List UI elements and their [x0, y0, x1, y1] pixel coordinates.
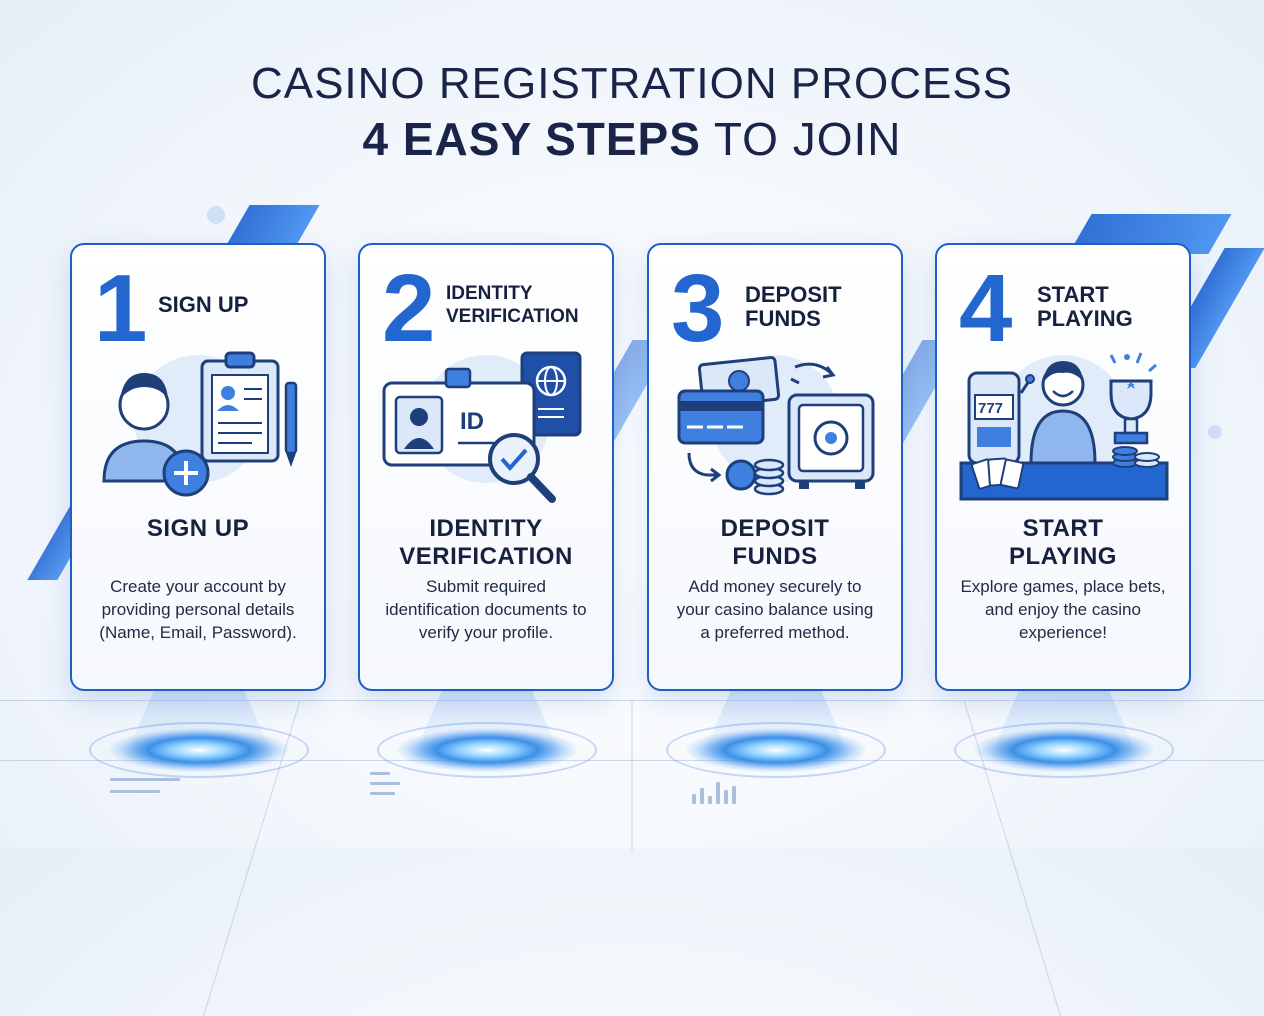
step-heading-line: FUNDS	[732, 543, 818, 570]
step-number: 2	[382, 255, 436, 362]
step-heading-line: DEPOSIT	[720, 515, 830, 542]
step-title-line: PLAYING	[1037, 306, 1133, 331]
decor-bar	[716, 782, 720, 804]
step-title-line: VERIFICATION	[446, 306, 579, 327]
step-title: DEPOSIT FUNDS	[745, 283, 842, 331]
step-title-line: IDENTITY	[446, 283, 533, 304]
start-playing-svg: 777	[959, 352, 1169, 501]
decor-bar	[724, 790, 728, 804]
decor-bar	[110, 790, 160, 793]
glow-platform	[686, 728, 866, 772]
floor-line	[0, 760, 1264, 761]
decor-bar	[692, 794, 696, 804]
glow-platform	[974, 728, 1154, 772]
title-emphasis: 4 EASY STEPS	[362, 113, 701, 165]
step-heading-line: START	[1022, 515, 1104, 542]
step-title-line: DEPOSIT	[745, 282, 842, 307]
step-heading: START PLAYING	[937, 515, 1189, 571]
decor-dot	[207, 206, 225, 224]
step-heading-line: SIGN UP	[146, 515, 250, 542]
step-card-4: 4 START PLAYING 777	[935, 243, 1191, 691]
glow-platform	[397, 728, 577, 772]
step-description: Create your account by providing persona…	[99, 577, 297, 642]
step-heading-line: PLAYING	[1009, 543, 1117, 570]
step-number: 1	[94, 255, 148, 362]
step-title: SIGN UP	[158, 292, 249, 317]
step-number: 4	[959, 255, 1013, 362]
step-heading: DEPOSIT FUNDS	[649, 515, 901, 571]
user-clipboard-svg	[102, 351, 298, 497]
step-title: IDENTITY VERIFICATION	[446, 282, 579, 328]
floor-line	[631, 700, 633, 851]
step-title-line: START	[1037, 282, 1109, 307]
card-cash-safe-icon	[663, 343, 889, 513]
deposit-funds-svg	[677, 356, 875, 496]
step-card-1: 1 SIGN UP SIGN UP Create your account by…	[70, 243, 326, 691]
floor-line	[0, 700, 1264, 701]
id-card-label: ID	[460, 408, 484, 435]
page-title: CASINO REGISTRATION PROCESS 4 EASY STEPS…	[0, 58, 1264, 168]
step-card-2: 2 IDENTITY VERIFICATION ID IDENTITY VERI…	[358, 243, 614, 691]
title-line-1: CASINO REGISTRATION PROCESS	[250, 59, 1014, 108]
slot-reels: 777	[978, 400, 1003, 417]
decor-bar	[370, 782, 400, 785]
platform-ring	[377, 722, 597, 778]
user-clipboard-icon	[86, 343, 312, 513]
step-heading: IDENTITY VERIFICATION	[360, 515, 612, 571]
step-description: Add money securely to your casino balanc…	[676, 577, 874, 642]
decor-bar	[110, 778, 180, 781]
glow-platform	[109, 728, 289, 772]
step-number: 3	[671, 255, 725, 362]
decor-bar	[700, 788, 704, 804]
step-title-line: FUNDS	[745, 306, 821, 331]
title-line-2: 4 EASY STEPS TO JOIN	[0, 110, 1264, 168]
step-heading-line: VERIFICATION	[399, 543, 573, 570]
step-description: Explore games, place bets, and enjoy the…	[960, 577, 1166, 642]
platform-ring	[666, 722, 886, 778]
step-heading-line: IDENTITY	[429, 515, 543, 542]
title-suffix: TO JOIN	[700, 113, 902, 165]
decor-bar	[370, 792, 395, 795]
step-heading: SIGN UP	[72, 515, 324, 543]
step-title: START PLAYING	[1037, 283, 1133, 331]
id-card-passport-magnifier-icon: ID	[374, 343, 600, 513]
step-card-3: 3 DEPOSIT FUNDS	[647, 243, 903, 691]
decor-dot	[1208, 425, 1222, 439]
decor-bar	[370, 772, 390, 775]
decor-stripe	[226, 205, 320, 245]
decor-bar	[708, 796, 712, 804]
platform-ring	[89, 722, 309, 778]
decor-bar	[732, 786, 736, 804]
step-description: Submit required identification documents…	[385, 577, 587, 642]
id-verification-svg: ID	[382, 351, 582, 503]
slot-machine-player-trophy-icon: 777	[951, 343, 1177, 513]
platform-ring	[954, 722, 1174, 778]
